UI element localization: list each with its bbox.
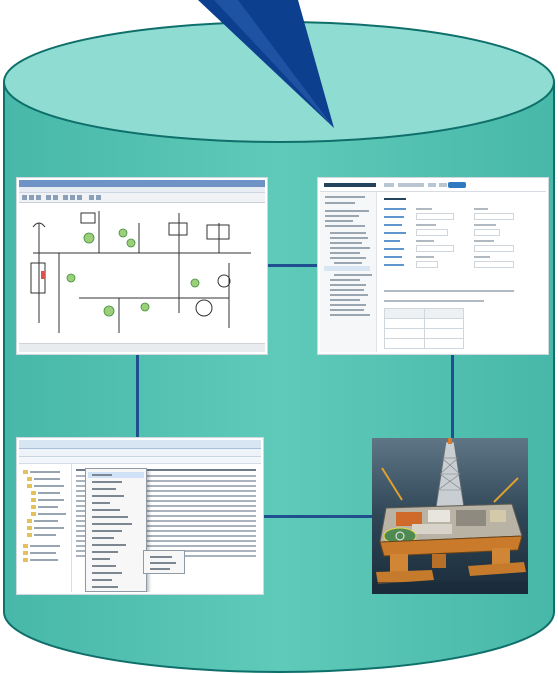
toolbar [19, 193, 265, 203]
command-bar [19, 457, 261, 464]
doc-table [384, 308, 464, 349]
context-submenu [143, 550, 185, 574]
address-bar [19, 449, 261, 457]
offshore-platform-image [372, 438, 528, 594]
pointer-arrow [198, 0, 334, 128]
connector-doc-to-rig [451, 350, 454, 439]
context-menu [85, 468, 147, 592]
drawing-canvas [19, 203, 265, 344]
folder-tree [19, 464, 72, 592]
documentation-screenshot [318, 178, 548, 354]
connector-pid-to-explorer [136, 350, 139, 439]
doc-content [378, 192, 546, 352]
doc-header [320, 180, 546, 192]
pointer-arrow-highlight [214, 0, 334, 128]
status-bar [19, 343, 265, 352]
file-explorer-screenshot [17, 438, 263, 594]
pid-diagram-screenshot [17, 178, 267, 354]
connector-pid-to-doc [263, 264, 319, 267]
window-titlebar [19, 440, 261, 449]
doc-sidebar [320, 192, 377, 352]
connector-explorer-to-rig [259, 515, 372, 518]
offshore-platform-photo [372, 438, 528, 594]
menu-bar [19, 187, 265, 193]
window-titlebar [19, 180, 265, 187]
pid-schematic [30, 211, 251, 333]
